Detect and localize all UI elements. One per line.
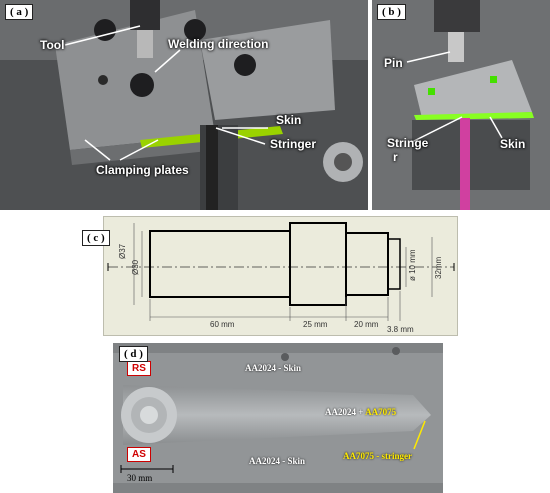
label-skin-bottom: AA2024 - Skin (249, 456, 306, 466)
dim-d30: Ø30 (131, 259, 140, 275)
label-welding-direction: Welding direction (168, 37, 269, 51)
tool-drawing (107, 222, 455, 321)
dim-20mm: 20 mm (354, 320, 379, 329)
panel-a-photo: ( a ) Tool Welding direction Skin String… (0, 0, 368, 210)
dim-d37: Ø37 (118, 243, 127, 259)
dim-60mm: 60 mm (210, 320, 235, 329)
as-badge: AS (127, 447, 151, 462)
panel-d-tag: ( d ) (119, 346, 148, 362)
label-pin: Pin (384, 56, 403, 70)
panel-a-scene (0, 0, 368, 210)
panel-b-scene (372, 0, 550, 210)
panel-c-drawing: ( c ) Ø37 Ø30 ø 10 mm 32mm 60 mm 25 mm 2… (103, 216, 458, 336)
label-mixed-zone: AA2024 + AA7075 (325, 407, 396, 417)
panel-c-tag-visible: ( c ) (82, 230, 110, 246)
scale-bar-label: 30 mm (127, 473, 153, 483)
label-aa7075-stringer: AA7075 - stringer (343, 451, 412, 461)
label-stringer-b-2: r (393, 150, 398, 164)
dim-32mm: 32mm (434, 256, 443, 279)
panel-d-scene (113, 343, 443, 493)
label-tool: Tool (40, 38, 65, 52)
label-skin-top: AA2024 - Skin (245, 363, 302, 373)
label-stringer: Stringer (270, 137, 317, 151)
label-stringer-b-1: Stringe (387, 136, 429, 150)
dim-d10: ø 10 mm (408, 249, 417, 281)
dim-25mm: 25 mm (303, 320, 328, 329)
label-skin: Skin (276, 113, 302, 127)
panel-b-photo: ( b ) Pin Stringe r Skin (372, 0, 550, 210)
rs-badge: RS (127, 361, 151, 376)
dim-3-8mm: 3.8 mm (387, 325, 414, 334)
label-skin-b: Skin (500, 137, 526, 151)
panel-d-photo: ( d ) RS AS AA2024 - Skin AA2024 - Skin … (113, 343, 443, 493)
label-mixed-aa2024: AA2024 + (325, 407, 366, 417)
panel-a-tag: ( a ) (5, 4, 34, 20)
panel-b-tag: ( b ) (377, 4, 406, 20)
label-clamping-plates: Clamping plates (96, 163, 189, 177)
label-mixed-aa7075: AA7075 (365, 407, 397, 417)
